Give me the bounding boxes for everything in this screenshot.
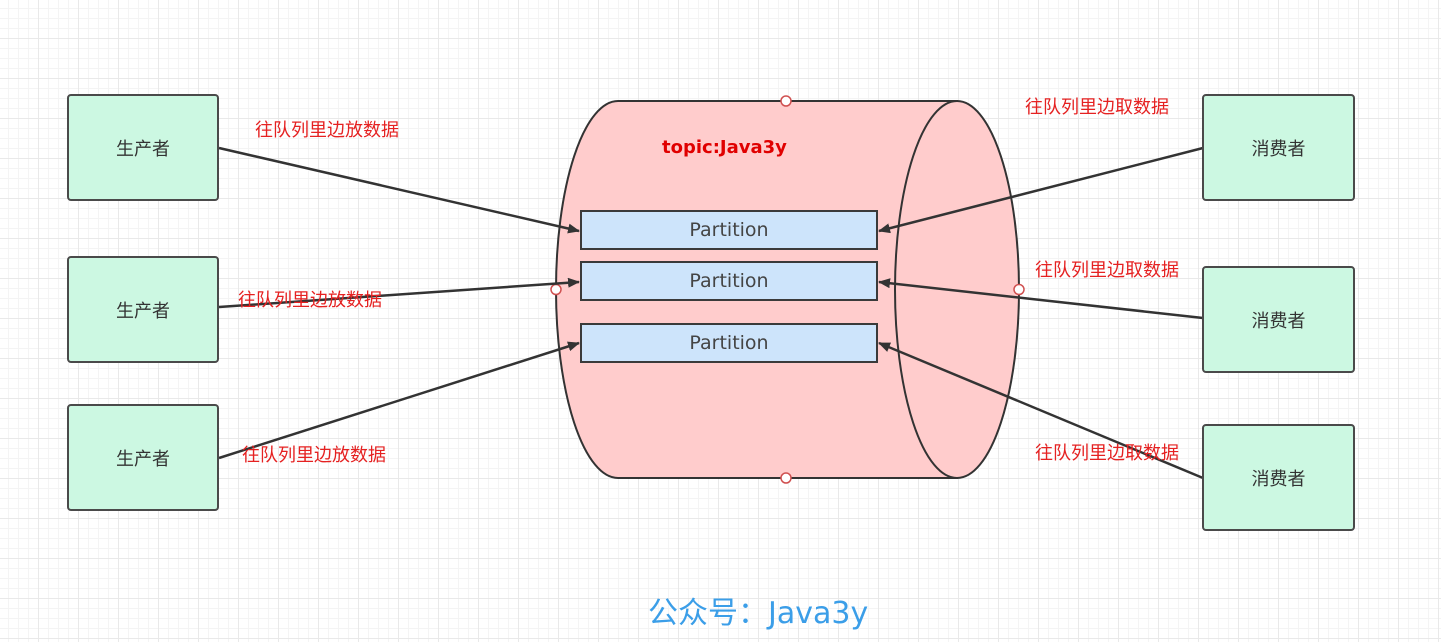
producer-node[interactable]: 生产者 <box>67 94 219 201</box>
consumer-label: 消费者 <box>1251 468 1306 490</box>
connection-handle-bottom[interactable] <box>780 472 792 484</box>
footer-watermark: 公众号：Java3y <box>648 596 869 631</box>
partition-box[interactable]: Partition <box>580 210 878 250</box>
producer-arrow-3[interactable] <box>218 341 580 460</box>
connection-handle-right[interactable] <box>1013 283 1025 296</box>
consumer-action-label: 往队列里边取数据 <box>1035 443 1179 464</box>
producer-node[interactable]: 生产者 <box>67 404 219 511</box>
producer-label: 生产者 <box>116 138 170 160</box>
consumer-action-label: 往队列里边取数据 <box>1025 97 1169 118</box>
connection-handle-top[interactable] <box>780 95 792 107</box>
producer-arrow-1[interactable] <box>218 146 580 234</box>
producer-arrow-2[interactable] <box>218 277 580 309</box>
producer-node[interactable]: 生产者 <box>67 256 219 363</box>
consumer-action-label: 往队列里边取数据 <box>1035 260 1179 281</box>
consumer-arrow-3[interactable] <box>878 341 1204 480</box>
consumer-arrow-1[interactable] <box>878 146 1204 234</box>
consumer-arrow-2[interactable] <box>878 278 1204 320</box>
consumer-label: 消费者 <box>1251 310 1306 332</box>
consumer-node[interactable]: 消费者 <box>1202 424 1355 531</box>
partition-label: Partition <box>689 332 769 354</box>
consumer-node[interactable]: 消费者 <box>1202 266 1355 373</box>
connection-handle-left[interactable] <box>550 283 562 296</box>
partition-label: Partition <box>689 219 769 241</box>
partition-label: Partition <box>689 270 769 292</box>
consumer-node[interactable]: 消费者 <box>1202 94 1355 201</box>
partition-box[interactable]: Partition <box>580 261 878 301</box>
producer-action-label: 往队列里边放数据 <box>255 120 399 141</box>
producer-action-label: 往队列里边放数据 <box>242 445 386 466</box>
topic-title: topic:Java3y <box>662 137 787 158</box>
consumer-label: 消费者 <box>1251 138 1306 160</box>
partition-box[interactable]: Partition <box>580 323 878 363</box>
producer-action-label: 往队列里边放数据 <box>238 290 382 311</box>
producer-label: 生产者 <box>116 300 170 322</box>
producer-label: 生产者 <box>116 448 170 470</box>
